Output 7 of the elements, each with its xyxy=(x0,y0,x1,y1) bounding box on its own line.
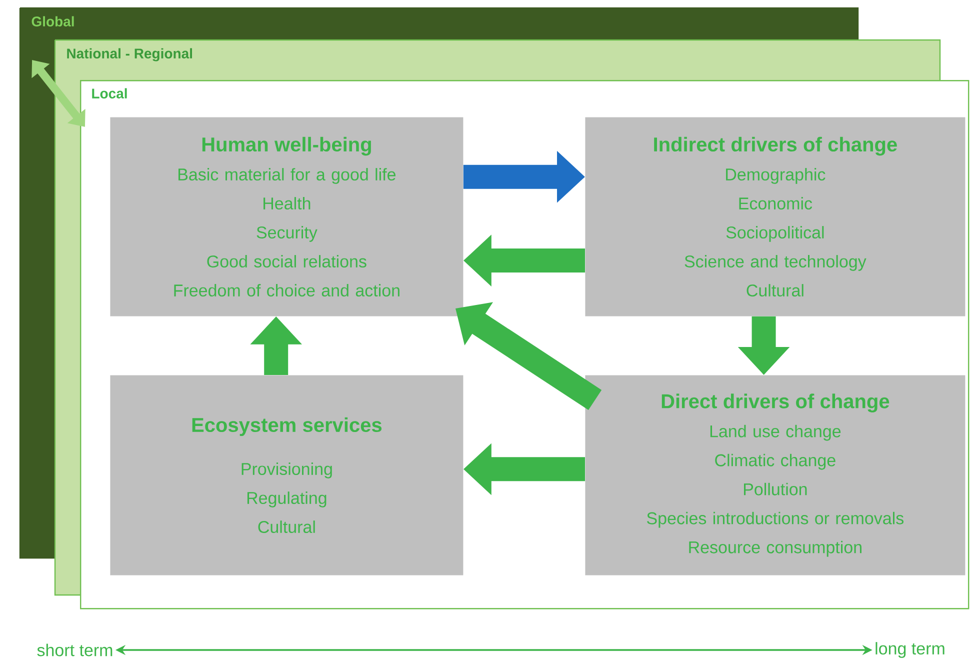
text-box: Ecosystem services Provisioning Regulating Cultural xyxy=(110,375,464,576)
text-box: Human well-being Basic material for a good life Health Security Good social relations Freedom of choice and action xyxy=(110,117,464,316)
text-box: Indirect drivers of change Demographic Economic Sociopolitical Science and technology Cultural xyxy=(585,117,966,316)
time-label: short term xyxy=(37,644,112,656)
text-box: Direct drivers of change Land use change Climatic change Pollution Species introductions or removals Resource consumption xyxy=(585,375,966,576)
time-label: long term xyxy=(876,642,944,658)
arrow xyxy=(32,60,86,127)
